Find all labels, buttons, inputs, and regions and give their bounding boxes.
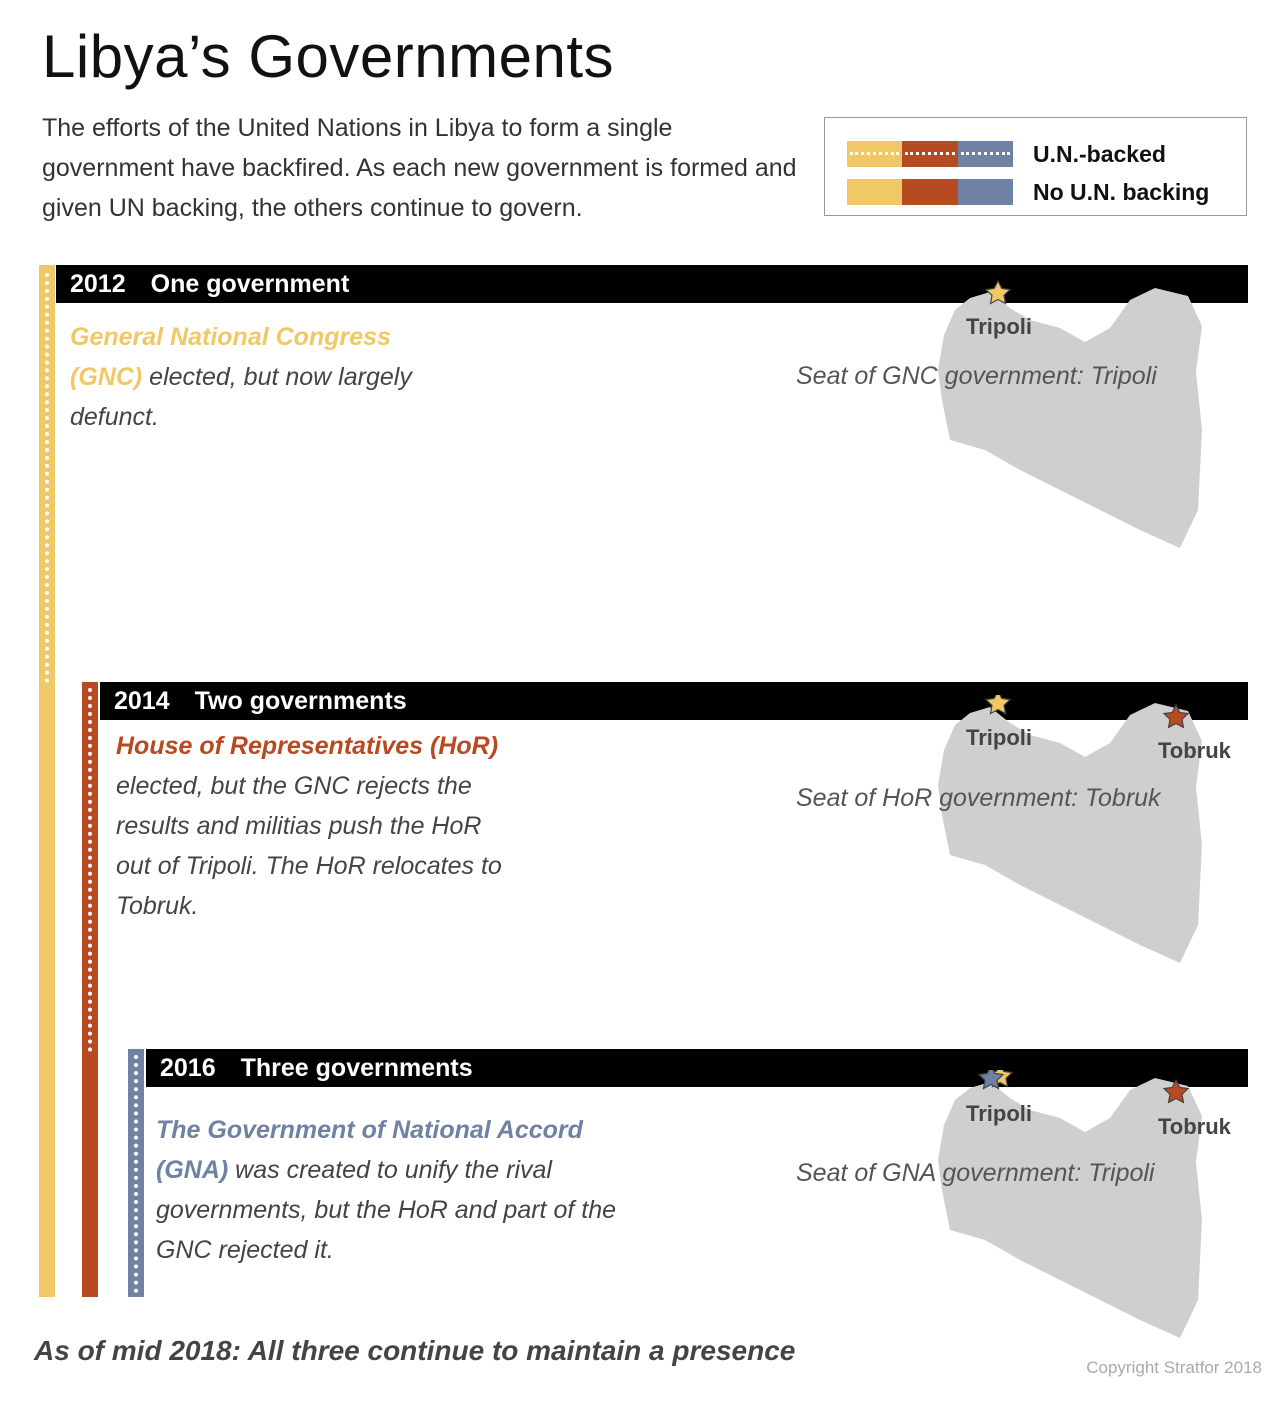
gnc-un-backed-dots bbox=[45, 273, 49, 683]
gnc-name: General National Congress (GNC) bbox=[70, 323, 391, 391]
tobruk-star-icon bbox=[1162, 703, 1190, 729]
legend-swatches-solid bbox=[847, 179, 1013, 205]
section-description-2012: General National Congress (GNC) elected,… bbox=[70, 317, 430, 437]
section-heading: Two governments bbox=[194, 686, 407, 715]
gna-un-backed-dots bbox=[134, 1055, 138, 1293]
swatch-gna-no-backing bbox=[957, 179, 1013, 205]
city-label-tripoli: Tripoli bbox=[966, 725, 1032, 750]
legend-label-no-backing: No U.N. backing bbox=[1033, 178, 1210, 205]
section-text: was created to unify the rival governmen… bbox=[156, 1156, 616, 1264]
tripoli-star-icon bbox=[984, 695, 1012, 715]
section-description-2014: House of Representatives (HoR) elected, … bbox=[116, 726, 516, 926]
hor-un-backed-dots bbox=[88, 688, 92, 1052]
tripoli-star-icon bbox=[984, 280, 1012, 305]
legend-row-no-backing: No U.N. backing bbox=[847, 179, 1209, 205]
city-label-tripoli: Tripoli bbox=[966, 314, 1032, 339]
seat-label-2012: Seat of GNC government: Tripoli bbox=[796, 362, 1157, 390]
gna-name: The Government of National Accord (GNA) bbox=[156, 1116, 583, 1184]
copyright: Copyright Stratfor 2018 bbox=[1086, 1358, 1262, 1377]
swatch-hor-un-backed bbox=[902, 141, 958, 167]
gna-timeline-bar bbox=[128, 1049, 144, 1297]
hor-name: House of Representatives (HoR) bbox=[116, 732, 499, 760]
hor-timeline-bar bbox=[82, 682, 98, 1297]
legend-swatches-dotted bbox=[847, 141, 1013, 167]
legend-label-un-backed: U.N.-backed bbox=[1033, 140, 1166, 167]
swatch-hor-no-backing bbox=[902, 179, 958, 205]
page-title: Libya’s Governments bbox=[42, 23, 614, 90]
libya-map-2016 bbox=[938, 1070, 1202, 1338]
swatch-gna-un-backed bbox=[957, 141, 1013, 167]
seat-label-2014: Seat of HoR government: Tobruk bbox=[796, 784, 1161, 812]
page-subtitle: The efforts of the United Nations in Lib… bbox=[42, 114, 797, 222]
tobruk-star-icon bbox=[1162, 1078, 1190, 1104]
section-year: 2012 bbox=[70, 269, 126, 298]
section-header-2014: 2014 Two governments bbox=[100, 682, 1248, 720]
section-header-2012: 2012 One government bbox=[56, 265, 1248, 303]
swatch-gnc-un-backed bbox=[847, 141, 903, 167]
city-label-tripoli: Tripoli bbox=[966, 1101, 1032, 1126]
section-year: 2016 bbox=[160, 1053, 216, 1082]
city-label-tobruk: Tobruk bbox=[1158, 738, 1231, 763]
section-text: elected, but the GNC rejects the results… bbox=[116, 772, 502, 920]
swatch-gnc-no-backing bbox=[847, 179, 903, 205]
section-heading: One government bbox=[150, 269, 350, 298]
legend-row-un-backed: U.N.-backed bbox=[847, 141, 1166, 167]
gnc-timeline-bar bbox=[39, 265, 55, 1297]
libya-map-2012 bbox=[938, 280, 1202, 548]
section-text: elected, but now largely defunct. bbox=[70, 363, 412, 431]
tripoli-gna-star-icon bbox=[977, 1070, 1005, 1090]
section-description-2016: The Government of National Accord (GNA) … bbox=[156, 1110, 616, 1270]
libya-shape bbox=[938, 703, 1202, 963]
legend: U.N.-backed No U.N. backing bbox=[824, 117, 1247, 216]
libya-map-2014 bbox=[938, 695, 1202, 963]
footer-note: As of mid 2018: All three continue to ma… bbox=[34, 1335, 796, 1366]
section-year: 2014 bbox=[114, 686, 170, 715]
section-header-2016: 2016 Three governments bbox=[146, 1049, 1248, 1087]
seat-label-2016: Seat of GNA government: Tripoli bbox=[796, 1159, 1155, 1187]
libya-shape bbox=[938, 288, 1202, 548]
city-label-tobruk: Tobruk bbox=[1158, 1114, 1231, 1139]
libya-shape bbox=[938, 1078, 1202, 1338]
section-heading: Three governments bbox=[240, 1053, 473, 1082]
